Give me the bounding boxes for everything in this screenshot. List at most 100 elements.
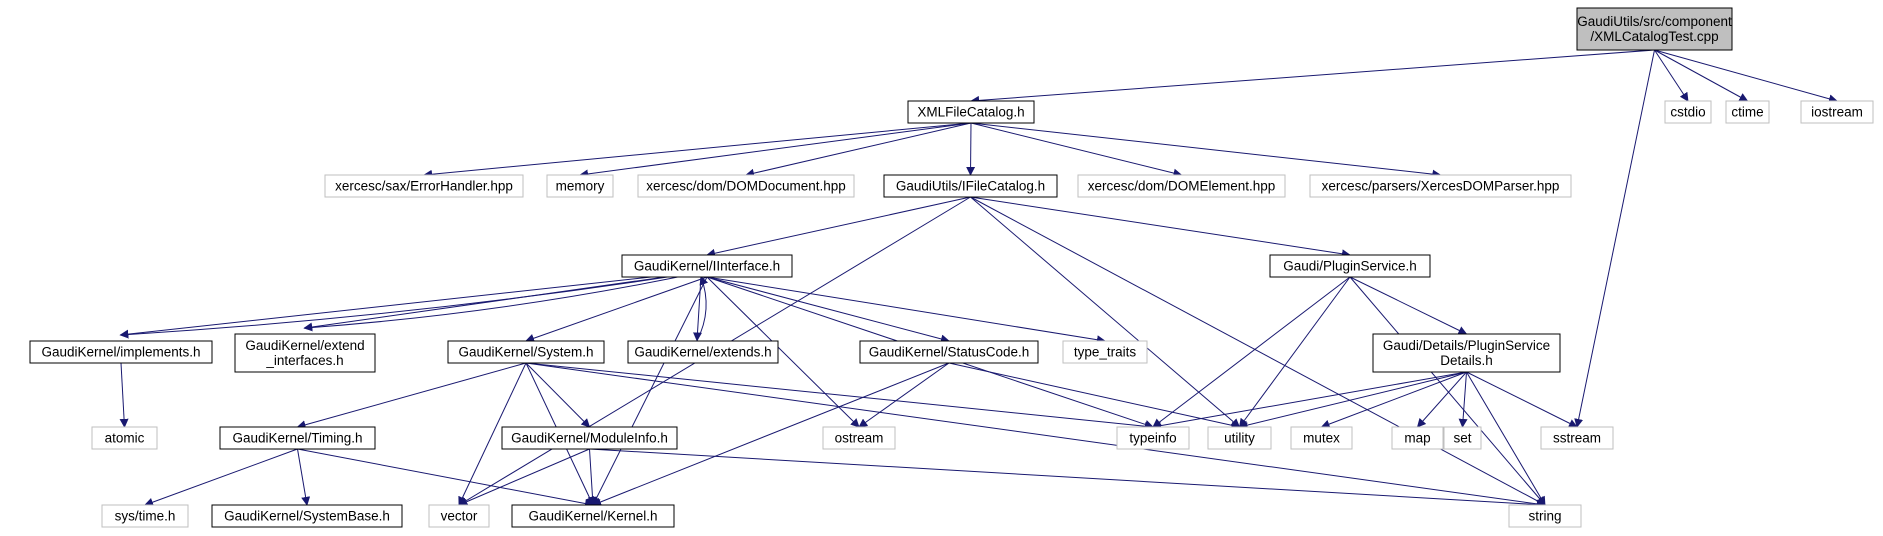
node-cstdio: cstdio [1664, 100, 1712, 124]
node-label: sys/time.h [115, 509, 176, 524]
node-box [1443, 426, 1482, 450]
edge-ifilecatalog-to-pluginservice [970, 196, 1351, 259]
node-label: GaudiKernel/extends.h [634, 345, 771, 360]
edge-system-to-moduleinfo [525, 362, 591, 428]
edge-statuscode-to-ostream [858, 362, 950, 428]
node-label: xercesc/parsers/XercesDOMParser.hpp [1322, 179, 1560, 194]
edge-xmlfilecatalog-to-domelement [970, 122, 1183, 178]
edge-root-to-xmlfilecatalog [970, 49, 1655, 105]
node-box [1576, 7, 1733, 51]
edge-root-to-ctime [1654, 49, 1749, 102]
edge-iinterface-to-extendinterfaces [303, 270, 707, 332]
node-box [1725, 100, 1770, 124]
node-implements[interactable]: GaudiKernel/implements.h [29, 340, 213, 364]
node-box [219, 426, 376, 450]
node-sstream: sstream [1540, 426, 1614, 450]
edge-timing-to-systembase [297, 448, 311, 506]
node-label: _interfaces.h [265, 353, 343, 368]
edge-xmlfilecatalog-to-memory [579, 122, 972, 179]
node-label: GaudiUtils/IFileCatalog.h [896, 179, 1045, 194]
node-label: xercesc/dom/DOMElement.hpp [1088, 179, 1276, 194]
node-label: vector [441, 509, 478, 524]
edge-extendinterfaces-to-iinterface [304, 268, 708, 329]
edge-timing-to-systime [144, 448, 298, 507]
edge-moduleinfo-to-kernel [588, 448, 598, 506]
node-ifilecatalog[interactable]: GaudiUtils/IFileCatalog.h [883, 174, 1058, 198]
node-box [546, 174, 614, 198]
node-typeinfo: typeinfo [1116, 426, 1190, 450]
node-label: GaudiKernel/StatusCode.h [869, 345, 1030, 360]
edge-pluginservice-to-string [1349, 276, 1546, 506]
node-label: mutex [1303, 431, 1340, 446]
node-mutex: mutex [1290, 426, 1353, 450]
node-box [1372, 333, 1561, 373]
edge-system-to-typeinfo [525, 362, 1154, 431]
edge-ifilecatalog-to-utility [970, 196, 1241, 428]
node-label: ctime [1731, 105, 1763, 120]
edge-pluginservicedetails-to-set [1458, 371, 1468, 428]
edge-timing-to-kernel [297, 448, 594, 508]
edge-moduleinfo-to-string [589, 448, 1546, 510]
edge-ifilecatalog-to-iinterface [706, 196, 971, 258]
node-box [907, 100, 1035, 124]
node-box [101, 504, 189, 528]
node-label: Gaudi/PluginService.h [1283, 259, 1417, 274]
edge-pluginservice-to-typeinfo [1152, 276, 1351, 428]
node-domdocument: xercesc/dom/DOMDocument.hpp [637, 174, 855, 198]
edge-pluginservicedetails-to-string [1466, 371, 1546, 506]
node-box [1391, 426, 1444, 450]
node-systembase[interactable]: GaudiKernel/SystemBase.h [211, 504, 403, 528]
node-label: map [1404, 431, 1430, 446]
node-string: string [1508, 504, 1582, 528]
edge-implements-to-iinterface [120, 267, 708, 336]
node-kernel[interactable]: GaudiKernel/Kernel.h [511, 504, 675, 528]
node-xmlfilecatalog[interactable]: XMLFileCatalog.h [907, 100, 1035, 124]
node-box [501, 426, 678, 450]
node-statuscode[interactable]: GaudiKernel/StatusCode.h [859, 340, 1039, 364]
edge-pluginservicedetails-to-sstream [1466, 371, 1578, 428]
node-label: ostream [835, 431, 884, 446]
edge-pluginservice-to-pluginservicedetails [1349, 276, 1468, 335]
node-layer: GaudiUtils/src/component/XMLCatalogTest.… [29, 7, 1874, 528]
node-pluginservice[interactable]: Gaudi/PluginService.h [1269, 254, 1431, 278]
node-box [211, 504, 403, 528]
node-label: memory [556, 179, 605, 194]
edge-xmlfilecatalog-to-xercesdomparser [970, 122, 1442, 179]
node-utility: utility [1207, 426, 1272, 450]
node-iinterface[interactable]: GaudiKernel/IInterface.h [621, 254, 793, 278]
node-box [1269, 254, 1431, 278]
node-label: atomic [105, 431, 145, 446]
node-box [511, 504, 675, 528]
node-moduleinfo[interactable]: GaudiKernel/ModuleInfo.h [501, 426, 678, 450]
edge-iinterface-to-system [525, 276, 708, 343]
node-ctime: ctime [1725, 100, 1770, 124]
node-xercesdomparser: xercesc/parsers/XercesDOMParser.hpp [1309, 174, 1572, 198]
node-box [1664, 100, 1712, 124]
edge-iinterface-to-kernel [592, 276, 708, 506]
edge-iinterface-to-implements [119, 270, 707, 339]
edge-pluginservicedetails-to-map [1416, 371, 1467, 428]
node-timing[interactable]: GaudiKernel/Timing.h [219, 426, 376, 450]
node-extends[interactable]: GaudiKernel/extends.h [627, 340, 779, 364]
node-system[interactable]: GaudiKernel/System.h [447, 340, 605, 364]
node-label: xercesc/dom/DOMDocument.hpp [646, 179, 846, 194]
node-systime: sys/time.h [101, 504, 189, 528]
edge-pluginservicedetails-to-typeinfo [1152, 371, 1467, 431]
node-box [1800, 100, 1874, 124]
edge-moduleinfo-to-vector [458, 448, 590, 506]
node-box [1077, 174, 1286, 198]
node-label: Details.h [1440, 353, 1493, 368]
node-extendinterfaces[interactable]: GaudiKernel/extend_interfaces.h [234, 333, 376, 373]
node-box [428, 504, 490, 528]
edge-xmlfilecatalog-to-errorhandler [423, 122, 972, 179]
node-box [1540, 426, 1614, 450]
node-box [447, 340, 605, 364]
node-root[interactable]: GaudiUtils/src/component/XMLCatalogTest.… [1576, 7, 1733, 51]
edge-system-to-vector [458, 362, 527, 506]
node-label: XMLFileCatalog.h [917, 105, 1024, 120]
node-box [883, 174, 1058, 198]
node-label: GaudiKernel/IInterface.h [634, 259, 780, 274]
edge-iinterface-to-statuscode [706, 276, 950, 344]
